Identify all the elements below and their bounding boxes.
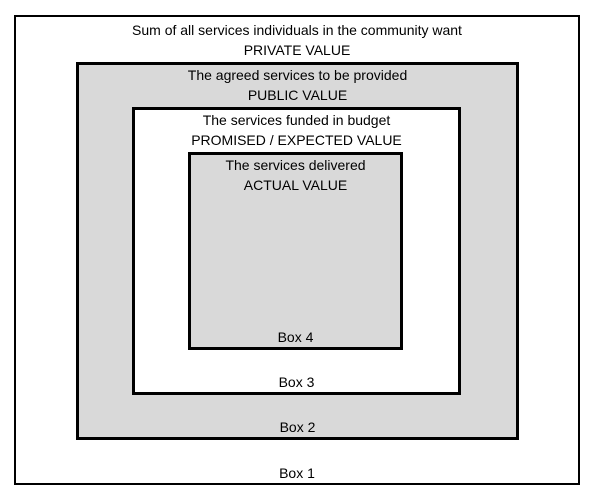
- box-3-value-type: PROMISED / EXPECTED VALUE: [191, 132, 402, 148]
- box-2-value-type: PUBLIC VALUE: [247, 87, 348, 103]
- box-1-label: Box 1: [279, 465, 315, 481]
- box-3-label: Box 3: [278, 374, 315, 390]
- box-2-public-value: The agreed services to be provided PUBLI…: [76, 62, 519, 440]
- box-3-header: The services funded in budget PROMISED /…: [135, 110, 458, 150]
- box-1-header: Sum of all services individuals in the c…: [16, 17, 578, 60]
- box-4-actual-value: The services delivered ACTUAL VALUE Box …: [188, 152, 403, 350]
- box-2-label: Box 2: [279, 419, 316, 435]
- box-2-description: The agreed services to be provided: [187, 67, 408, 83]
- box-4-label: Box 4: [277, 329, 314, 345]
- box-3-description: The services funded in budget: [202, 112, 391, 128]
- box-4-value-type: ACTUAL VALUE: [243, 177, 348, 193]
- box-1-value-type: PRIVATE VALUE: [243, 42, 351, 58]
- box-3-promised-expected-value: The services funded in budget PROMISED /…: [132, 107, 461, 395]
- box-1-description: Sum of all services individuals in the c…: [132, 22, 462, 38]
- box-4-header: The services delivered ACTUAL VALUE: [191, 155, 400, 195]
- box-2-header: The agreed services to be provided PUBLI…: [79, 65, 516, 105]
- box-4-description: The services delivered: [225, 157, 366, 173]
- box-1-private-value: Sum of all services individuals in the c…: [14, 15, 580, 485]
